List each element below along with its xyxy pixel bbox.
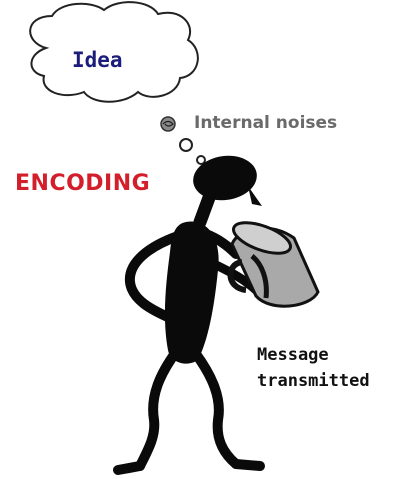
message-line-1: Message [257, 345, 329, 365]
stick-figure [113, 155, 265, 475]
figure-right-leg [191, 349, 241, 469]
noise-swirl [162, 120, 174, 127]
figure-torso [164, 221, 219, 364]
figure-left-leg [135, 347, 181, 471]
internal-noises-label: Internal noises [194, 113, 338, 133]
mug [227, 221, 320, 308]
thought-bubble-large [160, 116, 176, 132]
message-transmitted-label: Message transmitted [257, 342, 370, 394]
thought-bubble-medium [179, 138, 193, 152]
thought-cloud [29, 1, 199, 103]
idea-label: Idea [72, 48, 123, 72]
message-line-2: transmitted [257, 371, 370, 391]
thought-bubble-small [196, 155, 206, 165]
encoding-label: ENCODING [15, 171, 151, 196]
